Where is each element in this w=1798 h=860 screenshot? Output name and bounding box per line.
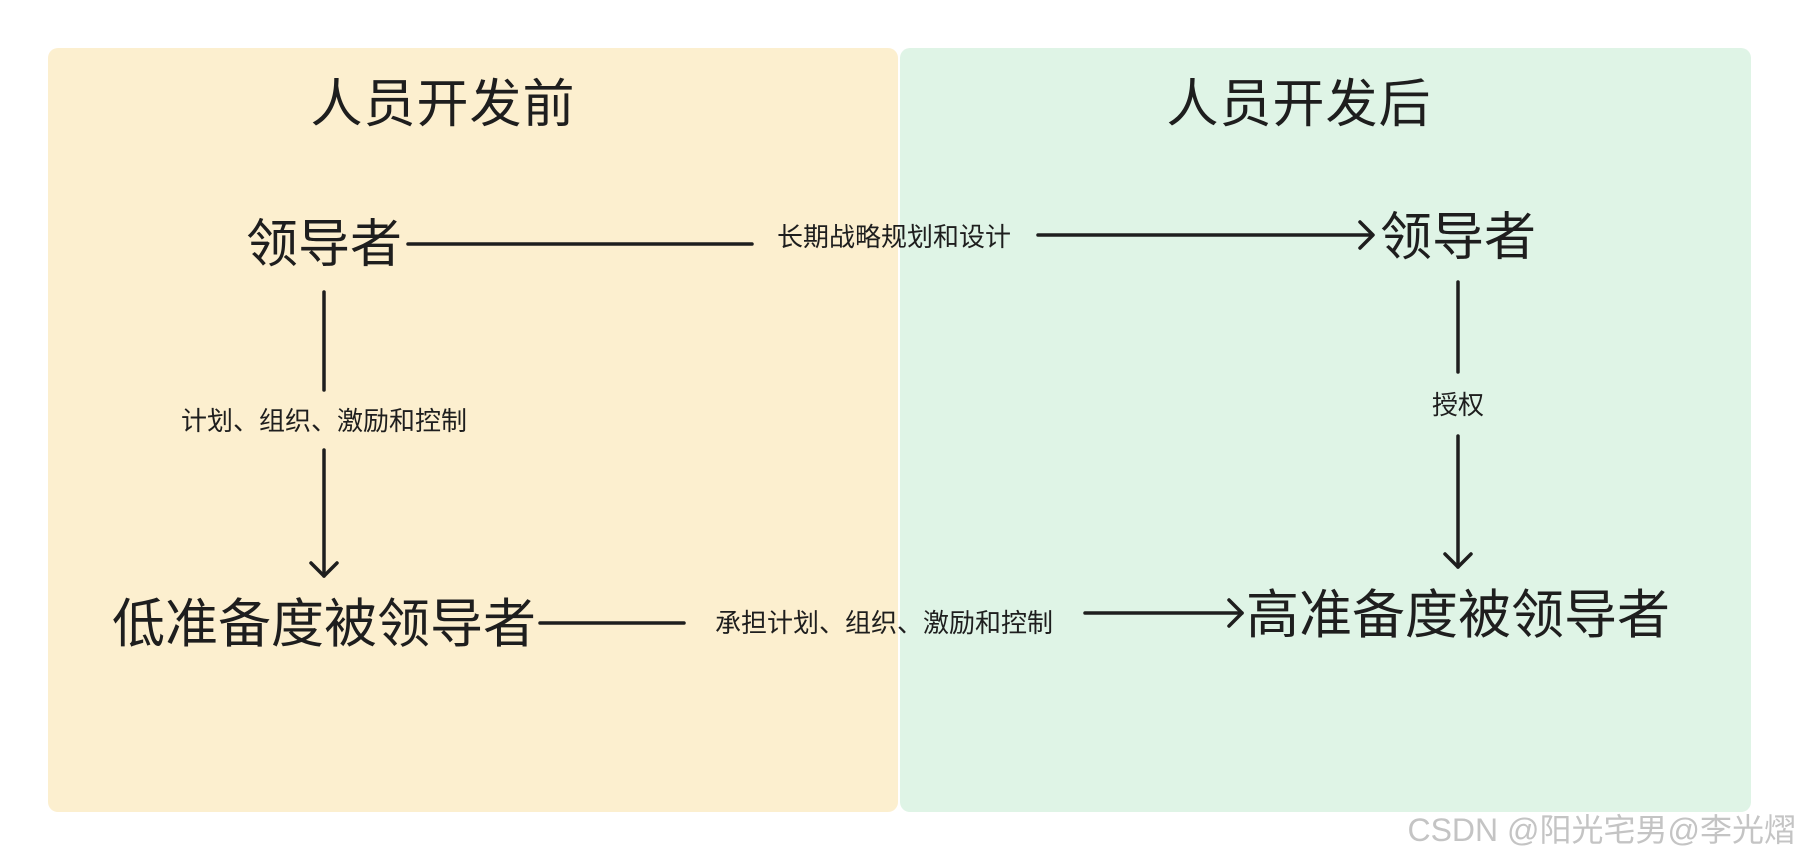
- top-edge-label: 长期战略规划和设计: [776, 223, 1012, 253]
- after-development-panel: [900, 48, 1751, 812]
- bottom-edge-arrowhead: [1227, 598, 1244, 628]
- left-edge-arrowhead: [309, 561, 339, 578]
- leader-node-before: 领导者: [245, 215, 403, 275]
- csdn-watermark: CSDN @阳光宅男@李光熠: [1407, 812, 1796, 848]
- leader-node-after: 领导者: [1379, 208, 1537, 268]
- before-development-panel: [48, 48, 898, 812]
- right-edge-label: 授权: [1431, 391, 1485, 421]
- low-readiness-follower-node: 低准备度被领导者: [112, 594, 536, 655]
- high-readiness-follower-node: 高准备度被领导者: [1246, 585, 1670, 646]
- left-edge-label: 计划、组织、激励和控制: [180, 407, 468, 437]
- after-panel-title: 人员开发后: [1166, 75, 1432, 135]
- bottom-edge-label: 承担计划、组织、激励和控制: [714, 609, 1054, 639]
- before-panel-title: 人员开发前: [310, 75, 576, 135]
- top-edge-arrowhead: [1358, 220, 1375, 250]
- right-edge-arrowhead: [1443, 552, 1473, 569]
